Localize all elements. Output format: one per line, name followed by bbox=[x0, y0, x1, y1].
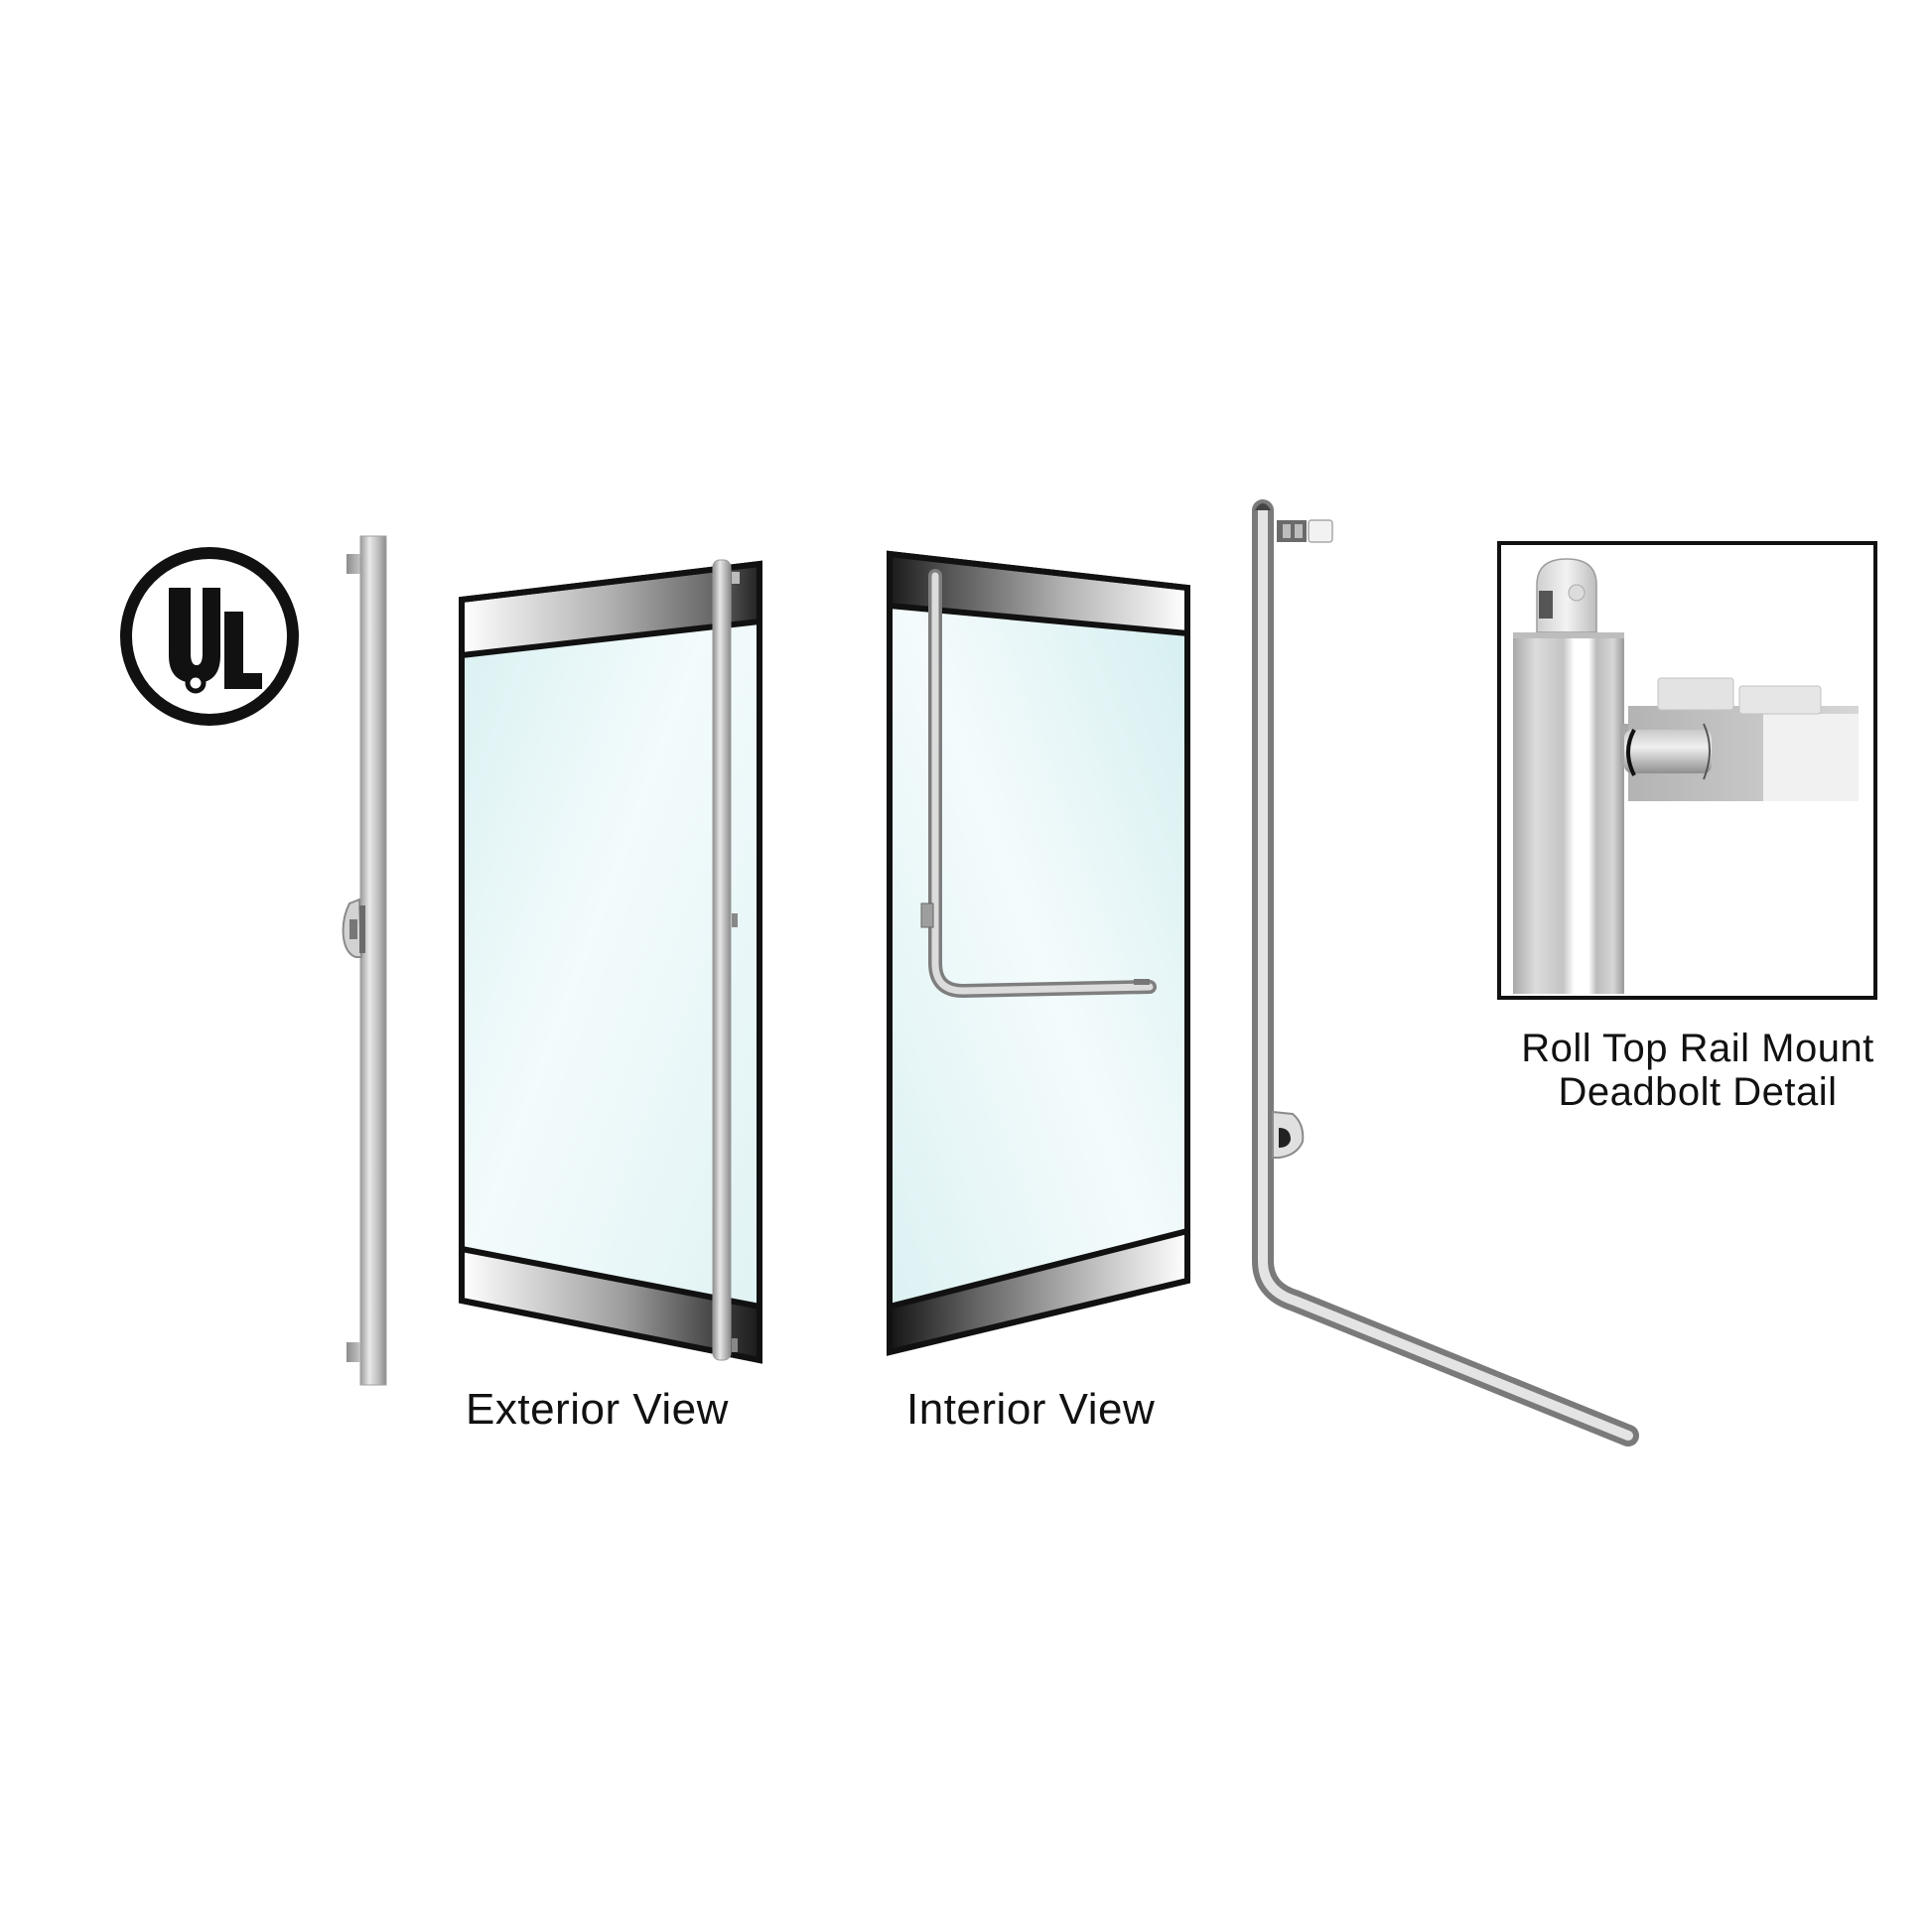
detail-caption: Roll Top Rail Mount Deadbolt Detail bbox=[1469, 1027, 1926, 1114]
interior-push-handle bbox=[1239, 496, 1646, 1469]
exterior-view-caption: Exterior View bbox=[466, 1385, 729, 1434]
interior-view-caption: Interior View bbox=[906, 1385, 1156, 1434]
detail-caption-line2: Deadbolt Detail bbox=[1558, 1070, 1838, 1114]
exterior-pull-handle bbox=[342, 530, 401, 1394]
deadbolt-detail-image bbox=[1497, 541, 1877, 1000]
exterior-door-view bbox=[452, 554, 769, 1368]
interior-door-view bbox=[884, 546, 1201, 1360]
ul-certification-logo bbox=[117, 544, 302, 729]
ul-logo-icon bbox=[120, 547, 299, 726]
detail-caption-line1: Roll Top Rail Mount bbox=[1521, 1027, 1874, 1070]
